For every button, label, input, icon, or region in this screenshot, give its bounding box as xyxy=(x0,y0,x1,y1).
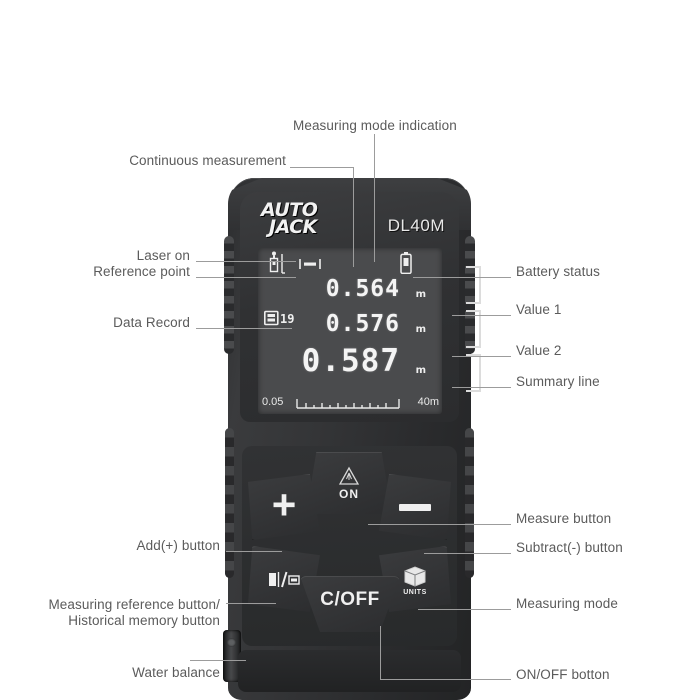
brand-row: AUTO JACK DL40M xyxy=(240,198,459,242)
device-bottom-panel xyxy=(238,650,461,692)
leader-add-button xyxy=(226,551,282,552)
annotation-add-button: Add(+) button xyxy=(136,538,220,553)
bracket-value-1 xyxy=(466,266,481,304)
annotation-laser-on: Laser on xyxy=(136,248,190,263)
subtract-button[interactable] xyxy=(379,474,451,540)
brand-logo-line2: JACK xyxy=(269,216,317,238)
annotation-measuring-mode-indication: Measuring mode indication xyxy=(293,118,457,133)
subtract-button-glyph xyxy=(399,503,431,511)
leader-data-record xyxy=(196,328,292,329)
bracket-value-2 xyxy=(466,310,481,348)
scale-max-label: 40m xyxy=(417,396,439,408)
keypad: ON + xyxy=(242,446,457,646)
value-1-readout: 0.564 xyxy=(325,276,400,302)
annotation-historical-memory-button: Historical memory button xyxy=(10,613,220,628)
annotation-value-2: Value 2 xyxy=(516,343,562,358)
scale-min-label: 0.05 xyxy=(262,396,284,408)
distance-mode-icon xyxy=(299,259,321,269)
laser-on-icon xyxy=(269,251,285,274)
measure-button[interactable]: ON xyxy=(306,452,392,514)
annotation-on-off-button: ON/OFF botton xyxy=(516,667,610,682)
value-2-readout: 0.576 xyxy=(325,311,400,337)
leader-measure-button xyxy=(368,524,511,525)
annotation-subtract-button: Subtract(-) button xyxy=(516,540,623,555)
summary-readout: 0.587 xyxy=(301,343,400,379)
reference-point-icon xyxy=(269,571,300,587)
summary-unit: m xyxy=(415,365,426,376)
range-scale: 0.05 40m xyxy=(258,394,442,412)
side-grip-left xyxy=(224,236,234,354)
model-name: DL40M xyxy=(387,216,445,235)
record-count-text: 19 xyxy=(280,312,294,326)
leader-laser-on xyxy=(196,261,296,262)
leader-measuring-reference-button xyxy=(226,603,276,604)
leader-reference-point xyxy=(196,277,296,278)
leader-summary-line xyxy=(452,387,511,388)
annotation-continuous-measurement: Continuous measurement xyxy=(129,153,286,168)
value-2-unit: m xyxy=(415,324,426,335)
leader-measuring-mode xyxy=(418,609,511,610)
measuring-mode-button-label: UNITS xyxy=(403,588,427,596)
leader-value-1 xyxy=(452,315,511,316)
annotation-summary-line: Summary line xyxy=(516,374,600,389)
leader-continuous-measurement-v xyxy=(353,167,354,267)
annotation-data-record: Data Record xyxy=(113,315,190,330)
annotation-water-balance: Water balance xyxy=(132,665,220,680)
leader-on-off-button-h xyxy=(380,679,511,680)
water-balance-bubble-level xyxy=(223,630,241,682)
add-button[interactable]: + xyxy=(248,474,320,540)
measure-button-label: ON xyxy=(339,486,359,501)
leader-subtract-button xyxy=(424,553,511,554)
annotation-reference-point: Reference point xyxy=(93,264,190,279)
side-grip-left-lower xyxy=(225,428,234,578)
value-1-unit: m xyxy=(415,289,426,300)
brand-logo-line1: AUTO xyxy=(261,199,318,221)
annotation-measuring-reference-button: Measuring reference button/ xyxy=(10,597,220,612)
side-grip-right-lower xyxy=(465,428,474,578)
annotation-battery-status: Battery status xyxy=(516,264,600,279)
cube-icon xyxy=(404,565,426,587)
device-faceplate: AUTO JACK DL40M xyxy=(240,192,481,422)
lcd-status-row xyxy=(258,248,442,278)
leader-battery-status xyxy=(413,277,511,278)
scale-ruler-icon xyxy=(296,399,400,409)
on-off-button[interactable]: C/OFF xyxy=(300,576,400,632)
leader-measuring-mode-indication-v xyxy=(374,134,375,262)
annotation-measuring-mode: Measuring mode xyxy=(516,596,618,611)
bracket-summary xyxy=(466,354,481,392)
leader-water-balance xyxy=(190,660,246,661)
on-off-button-label: C/OFF xyxy=(320,589,380,610)
side-grip-right xyxy=(465,236,475,354)
brand-logo: AUTO JACK xyxy=(261,199,318,238)
annotation-measuring-reference-line2: Historical memory button xyxy=(68,613,220,628)
annotation-measuring-reference-line1: Measuring reference button/ xyxy=(48,597,220,612)
memory-card-icon: 19 xyxy=(264,310,294,326)
annotation-measure-button: Measure button xyxy=(516,511,612,526)
laser-distance-meter: AUTO JACK DL40M xyxy=(223,178,481,700)
leader-continuous-measurement-h xyxy=(290,167,354,168)
leader-on-off-button-v xyxy=(380,626,381,680)
laser-warning-triangle-icon xyxy=(338,466,360,485)
battery-icon xyxy=(400,252,412,274)
annotation-value-1: Value 1 xyxy=(516,302,562,317)
leader-value-2 xyxy=(452,356,511,357)
lcd-screen: 19 0.564 m 0.576 m 0.587 m 0.05 xyxy=(258,248,442,414)
